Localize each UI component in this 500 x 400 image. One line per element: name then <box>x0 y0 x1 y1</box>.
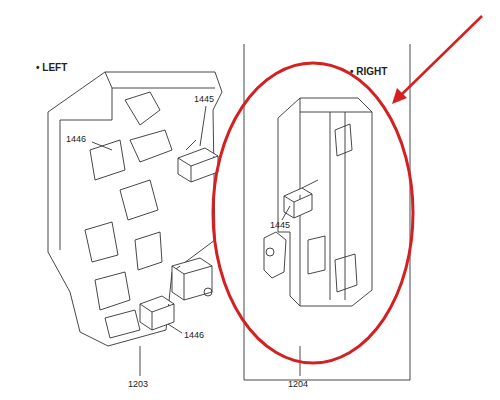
callout-number: 1445 <box>270 220 290 231</box>
pointer-arrowhead <box>392 88 407 104</box>
callout-number: 1204 <box>288 379 308 390</box>
view-heading: • RIGHT <box>350 66 387 77</box>
housing-edge <box>60 72 215 250</box>
highlight-ellipse <box>213 63 413 363</box>
switch-lever <box>302 180 318 188</box>
leader-line <box>92 106 206 376</box>
latch-housing <box>48 72 222 346</box>
pointer-arrow <box>398 16 482 98</box>
housing-detail <box>95 272 140 338</box>
view-heading: • LEFT <box>36 62 67 73</box>
latch-hook <box>172 258 212 300</box>
pivot-pin <box>204 288 212 296</box>
callout-number: 1203 <box>128 379 148 390</box>
micro-switch <box>284 188 312 218</box>
callout-number: 1446 <box>66 134 86 145</box>
housing-detail <box>90 92 172 180</box>
callout-number: 1445 <box>194 94 214 105</box>
callout-number: 1446 <box>184 330 204 341</box>
latch-housing <box>278 98 372 306</box>
housing-detail <box>85 180 162 270</box>
latch-hook <box>264 232 286 278</box>
leader-line <box>282 206 300 376</box>
panel-frame <box>244 44 410 380</box>
micro-switch <box>178 148 218 182</box>
housing-detail <box>308 124 357 292</box>
pivot-pin <box>266 248 274 256</box>
switch-lever <box>186 140 196 150</box>
